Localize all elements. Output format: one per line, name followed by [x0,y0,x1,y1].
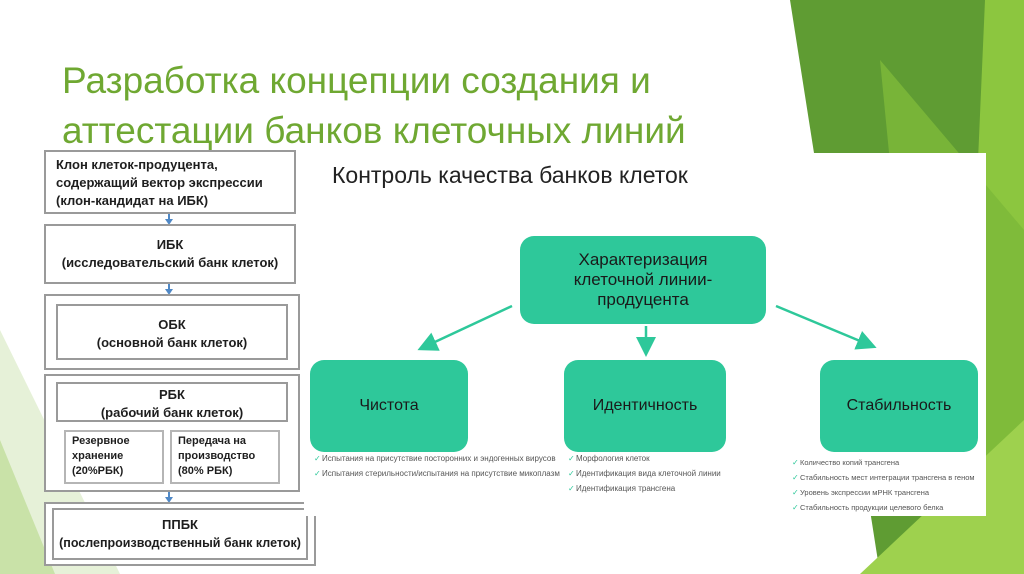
clone-box: Клон клеток-продуцента, содержащий векто… [44,150,296,214]
stability-item: Стабильность мест интеграции трансгена в… [792,473,984,483]
stability-item: Уровень экспрессии мРНК трансгена [792,488,984,498]
slide-title-line-2: аттестации банков клеточных линий [62,110,686,151]
clone-text-2: содержащий вектор экспрессии [56,175,263,190]
obk-subtitle: (основной банк клеток) [96,335,248,350]
characterization-line-3: продуцента [597,290,689,309]
obk-title: ОБК [158,317,186,332]
purity-item: Испытания стерильности/испытания на прис… [314,469,564,479]
identity-item: Морфология клеток [568,454,778,464]
rbk-subtitle: (рабочий банк клеток) [100,405,244,420]
identity-item: Идентификация вида клеточной линии [568,469,778,479]
purity-list: Испытания на присутствие посторонних и э… [314,454,564,484]
characterization-line-2: клеточной линии- [573,270,713,289]
ppbk-box: ППБК (послепроизводственный банк клеток) [44,502,316,566]
reserve-box: Резервное хранение (20%РБК) [64,430,164,484]
ppbk-subtitle: (послепроизводственный банк клеток) [59,536,301,550]
rbk-title: РБК [159,387,185,402]
obk-inner-box: ОБК (основной банк клеток) [56,304,288,360]
quality-title: Контроль качества банков клеток [332,162,688,188]
clone-text-3: (клон-кандидат на ИБК) [56,193,209,208]
stability-label: Стабильность [846,397,952,414]
ppbk-title: ППБК [162,517,198,532]
characterization-box: Характеризация клеточной линии- продуцен… [520,236,766,324]
transfer-text-2: производство [178,450,256,462]
purity-label: Чистота [359,397,419,414]
transfer-text-3: (80% РБК) [178,465,233,477]
characterization-line-1: Характеризация [578,250,708,269]
slide-title: Разработка концепции создания и аттестац… [62,56,782,156]
ibk-box: ИБК (исследовательский банк клеток) [44,224,296,284]
reserve-text-1: Резервное [72,435,130,447]
decor-shape-corner2 [0,440,55,574]
obk-outer-box: ОБК (основной банк клеток) [44,294,300,370]
purity-box: Чистота [310,360,468,452]
clone-text-1: Клон клеток-продуцента, [56,157,218,172]
stability-list: Количество копий трансгена Стабильность … [792,458,984,518]
transfer-box: Передача на производство (80% РБК) [170,430,280,484]
stability-item: Количество копий трансгена [792,458,984,468]
rbk-outer-box: РБК (рабочий банк клеток) Резервное хран… [44,374,300,492]
rbk-inner-box: РБК (рабочий банк клеток) [56,382,288,422]
identity-item: Идентификация трансгена [568,484,778,494]
slide-title-line-1: Разработка концепции создания и [62,60,651,101]
ibk-subtitle: (исследовательский банк клеток) [61,255,279,270]
stability-box: Стабильность [820,360,978,452]
reserve-text-3: (20%РБК) [72,465,124,477]
purity-item: Испытания на присутствие посторонних и э… [314,454,564,464]
identity-list: Морфология клеток Идентификация вида кле… [568,454,778,499]
reserve-text-2: хранение [72,450,124,462]
ibk-title: ИБК [156,237,184,252]
stability-item: Стабильность продукции целевого белка [792,503,984,513]
identity-box: Идентичность [564,360,726,452]
identity-label: Идентичность [592,397,698,414]
ppbk-inner-box: ППБК (послепроизводственный банк клеток) [52,508,308,560]
transfer-text-1: Передача на [178,435,247,447]
